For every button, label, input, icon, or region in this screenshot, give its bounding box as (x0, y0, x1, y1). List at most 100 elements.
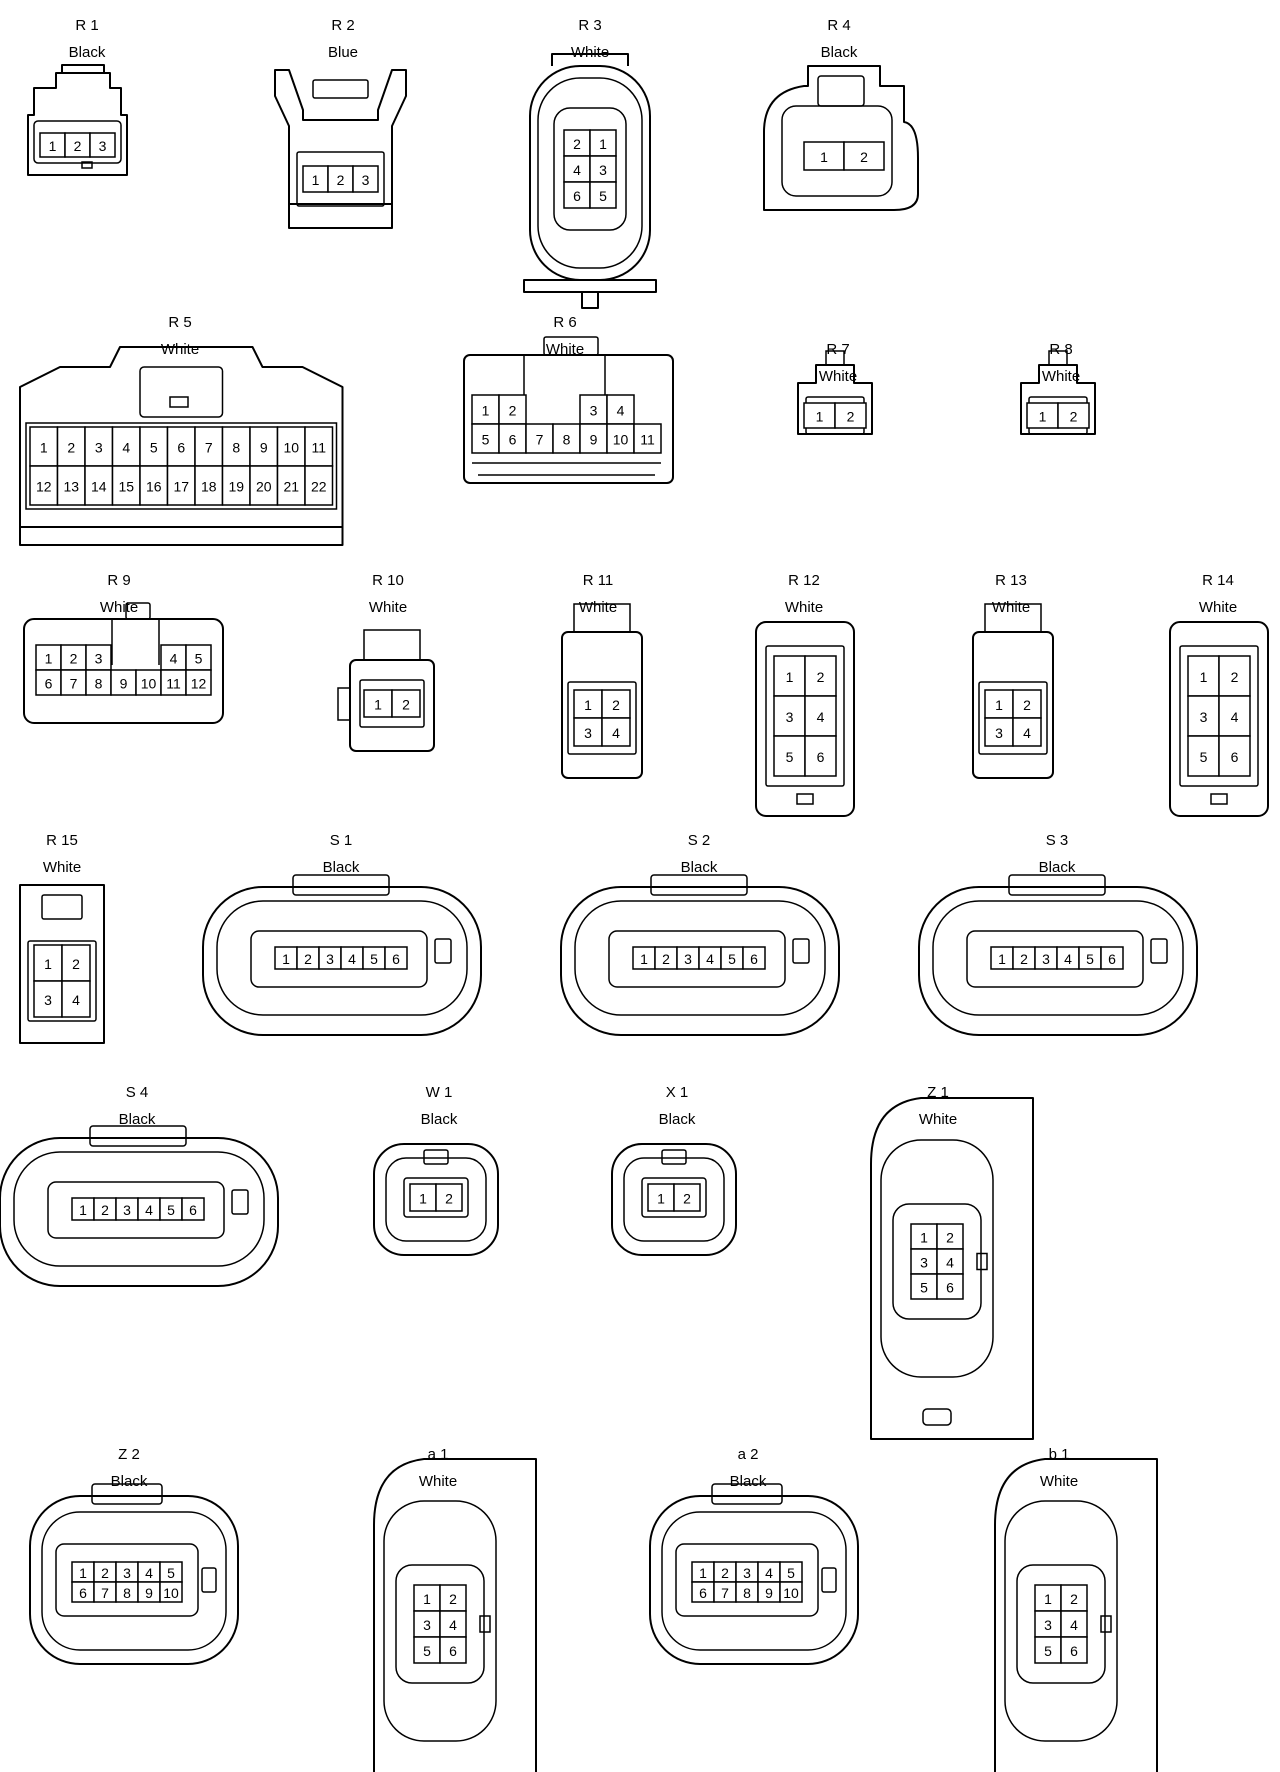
pin-number: 4 (1070, 1617, 1078, 1633)
connector-id: R 12 (788, 572, 820, 589)
pin-number: 6 (449, 1643, 457, 1659)
pin-number: 2 (1070, 1591, 1078, 1607)
pin-number: 4 (573, 162, 581, 178)
pin-number: 12 (191, 676, 207, 692)
pin-cell (33, 980, 63, 1018)
pin-number: 8 (563, 432, 571, 448)
pin-cell (563, 129, 591, 157)
connector-color: White (1040, 1473, 1078, 1490)
connector-color: Black (111, 1473, 148, 1490)
pin-cell (804, 695, 837, 737)
pin-number: 9 (765, 1585, 773, 1601)
pin-number: 1 (584, 697, 592, 713)
connector-id: R 10 (372, 572, 404, 589)
connector-id: R 5 (168, 314, 191, 331)
pin-number: 4 (765, 1565, 773, 1581)
connector-id: a 1 (428, 1446, 449, 1463)
pin-cell (803, 141, 845, 171)
pin-cell (61, 944, 91, 982)
connector-id: R 1 (75, 17, 98, 34)
pin-cell (435, 1183, 463, 1212)
pin-cell (56, 465, 86, 506)
connector-color: White (546, 341, 584, 358)
pin-number: 7 (101, 1585, 109, 1601)
pin-number: 5 (599, 188, 607, 204)
pin-cell (633, 423, 662, 454)
pin-number: 3 (684, 951, 692, 967)
pin-number: 1 (1044, 1591, 1052, 1607)
pin-number: 6 (573, 188, 581, 204)
pin-number: 18 (201, 479, 217, 495)
pin-number: 2 (304, 951, 312, 967)
pin-number: 1 (482, 403, 490, 419)
pin-cell (409, 1183, 437, 1212)
pin-number: 4 (145, 1202, 153, 1218)
pin-cell (60, 669, 87, 696)
pin-cell (111, 465, 141, 506)
pin-number: 1 (79, 1202, 87, 1218)
pin-number: 3 (786, 709, 794, 725)
pin-number: 1 (995, 697, 1003, 713)
pin-number: 6 (45, 676, 53, 692)
pin-number: 13 (63, 479, 79, 495)
pin-number: 1 (599, 136, 607, 152)
pin-cell (1012, 717, 1042, 747)
connector-color: White (369, 599, 407, 616)
pin-cell (1060, 1610, 1088, 1638)
pin-number: 3 (44, 992, 52, 1008)
pin-cell (166, 426, 196, 467)
pin-cell (221, 465, 251, 506)
pin-cell (304, 426, 334, 467)
pin-number: 4 (617, 403, 625, 419)
pin-number: 20 (256, 479, 272, 495)
pin-number: 5 (370, 951, 378, 967)
pin-number: 6 (189, 1202, 197, 1218)
pin-cell (89, 132, 116, 158)
pin-number: 9 (590, 432, 598, 448)
pin-number: 7 (205, 440, 213, 456)
connector-color: White (419, 1473, 457, 1490)
pin-cell (352, 165, 379, 193)
pin-cell (1218, 655, 1251, 697)
connector-color: White (43, 859, 81, 876)
connector-color: White (571, 44, 609, 61)
pin-number: 3 (326, 951, 334, 967)
pin-cell (773, 735, 806, 777)
pin-cell (606, 394, 635, 425)
pin-number: 8 (743, 1585, 751, 1601)
pin-number: 3 (362, 172, 370, 188)
pin-number: 15 (118, 479, 134, 495)
pin-number: 8 (95, 676, 103, 692)
pin-number: 11 (640, 432, 655, 448)
pin-number: 2 (101, 1565, 109, 1581)
pin-cell (843, 141, 885, 171)
pin-number: 5 (1044, 1643, 1052, 1659)
pin-number: 4 (348, 951, 356, 967)
pin-number: 3 (995, 725, 1003, 741)
pin-number: 4 (145, 1565, 153, 1581)
pin-cell (60, 644, 87, 671)
pin-number: 7 (721, 1585, 729, 1601)
pin-number: 5 (482, 432, 490, 448)
pin-number: 14 (91, 479, 107, 495)
pin-cell (647, 1183, 675, 1212)
connector-id: R 13 (995, 572, 1027, 589)
pin-number: 8 (123, 1585, 131, 1601)
pin-number: 1 (423, 1591, 431, 1607)
pin-number: 3 (584, 725, 592, 741)
pin-number: 6 (1108, 951, 1116, 967)
pin-number: 2 (1070, 409, 1078, 425)
pin-number: 3 (95, 440, 103, 456)
pin-number: 1 (920, 1230, 928, 1246)
